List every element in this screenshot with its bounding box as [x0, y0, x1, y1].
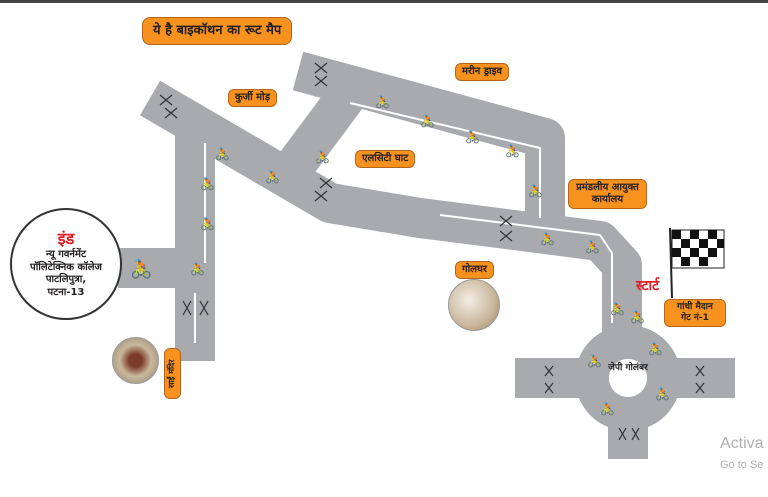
label-jp-golambar: जेपी गोलंबर	[608, 363, 648, 373]
svg-text:🚴: 🚴	[540, 232, 555, 246]
lane-line	[349, 102, 541, 218]
end-line: पटना-13	[47, 286, 85, 298]
svg-text:🚴: 🚴	[648, 342, 663, 356]
end-point-circle: इंड न्यू गवर्नमेंट पॉलिटेक्निक कॉलेज पाट…	[10, 208, 122, 320]
closed-road-marks	[159, 62, 705, 441]
label-gandhi-maidan: गांधी मैदान गेट नं-1	[664, 299, 726, 327]
roundabout-center	[609, 359, 647, 397]
svg-text:🚴: 🚴	[465, 130, 480, 144]
end-line: पाटलिपुत्रा,	[45, 274, 87, 285]
label-marine-drive: मरीन ड्राइव	[455, 63, 510, 81]
svg-text:🚴: 🚴	[600, 402, 615, 416]
svg-text:🚴: 🚴	[375, 95, 390, 109]
road-connector	[271, 73, 372, 187]
svg-text:🚴: 🚴	[190, 262, 205, 276]
label-kurji: कुर्जी मोड़	[228, 89, 278, 107]
svg-text:🚴: 🚴	[587, 354, 602, 368]
activation-watermark-sub: Go to Se	[720, 459, 764, 471]
road-kurji	[139, 80, 642, 348]
start-label: स्टार्ट	[636, 278, 660, 294]
svg-text:🚴: 🚴	[215, 147, 230, 161]
lane-line	[439, 214, 613, 323]
finish-flag-icon	[669, 227, 725, 299]
label-sai-mandir: साईं मंदिर	[164, 348, 181, 399]
svg-text:🚴: 🚴	[420, 114, 435, 128]
svg-text:🚴: 🚴	[200, 217, 215, 231]
label-commissioner-office: प्रमंडलीय आयुक्त कार्यालय	[568, 179, 647, 209]
bike-icons: 🚴 🚴 🚴 🚴 🚴 🚴 🚴 🚴 🚴 🚴 🚴 🚴 🚴 🚴 🚴 🚴 🚴 🚴 🚴 🚴	[130, 95, 670, 416]
svg-text:🚴: 🚴	[630, 310, 645, 324]
svg-text:🚴: 🚴	[265, 170, 280, 184]
golghar-photo	[448, 279, 500, 331]
label-lct-ghat: एलसिटी घाट	[355, 150, 416, 168]
sai-mandir-photo	[112, 337, 159, 384]
activation-watermark: Activa	[720, 435, 764, 452]
road-network: 🚴 🚴 🚴 🚴 🚴 🚴 🚴 🚴 🚴 🚴 🚴 🚴 🚴 🚴 🚴 🚴 🚴 🚴 🚴 🚴	[118, 51, 735, 459]
svg-text:🚴: 🚴	[315, 150, 330, 164]
label-golghar: गोलघर	[455, 261, 494, 279]
jp-roundabout	[575, 325, 681, 431]
end-heading: इंड	[57, 229, 75, 248]
title-callout: ये है बाइकॉथन का रूट मैप	[142, 17, 293, 45]
svg-text:🚴: 🚴	[585, 240, 600, 254]
road-marine-drive	[292, 51, 565, 231]
end-line: न्यू गवर्नमेंट	[46, 249, 86, 260]
svg-text:🚴: 🚴	[200, 177, 215, 191]
svg-text:🚴: 🚴	[505, 144, 520, 158]
end-line: पॉलिटेक्निक कॉलेज	[30, 261, 102, 273]
svg-text:🚴: 🚴	[610, 302, 625, 316]
svg-text:🚴: 🚴	[130, 258, 152, 280]
svg-text:🚴: 🚴	[528, 184, 543, 198]
svg-text:🚴: 🚴	[655, 387, 670, 401]
